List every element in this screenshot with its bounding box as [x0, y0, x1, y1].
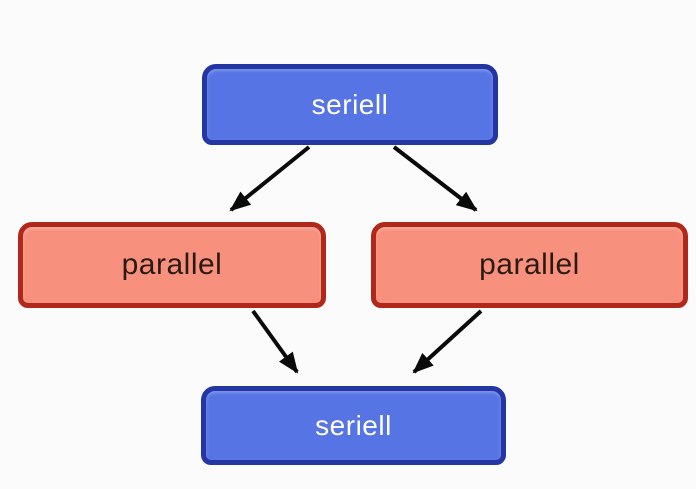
- node-parallel-left-label: parallel: [121, 248, 223, 281]
- node-seriell-top: seriell: [202, 64, 498, 145]
- arrow-parallel-left-to-seriell-bottom: [251, 309, 299, 374]
- node-seriell-top-label: seriell: [311, 88, 389, 120]
- arrow-parallel-right-to-seriell-bottom: [412, 309, 483, 374]
- node-parallel-left: parallel: [18, 222, 326, 308]
- node-parallel-right: parallel: [371, 222, 688, 308]
- node-parallel-right-label: parallel: [479, 248, 580, 281]
- arrow-seriell-top-to-parallel-right: [392, 145, 478, 212]
- arrow-seriell-top-to-parallel-left: [229, 145, 311, 212]
- node-seriell-bottom: seriell: [201, 386, 506, 465]
- node-seriell-bottom-label: seriell: [315, 409, 392, 441]
